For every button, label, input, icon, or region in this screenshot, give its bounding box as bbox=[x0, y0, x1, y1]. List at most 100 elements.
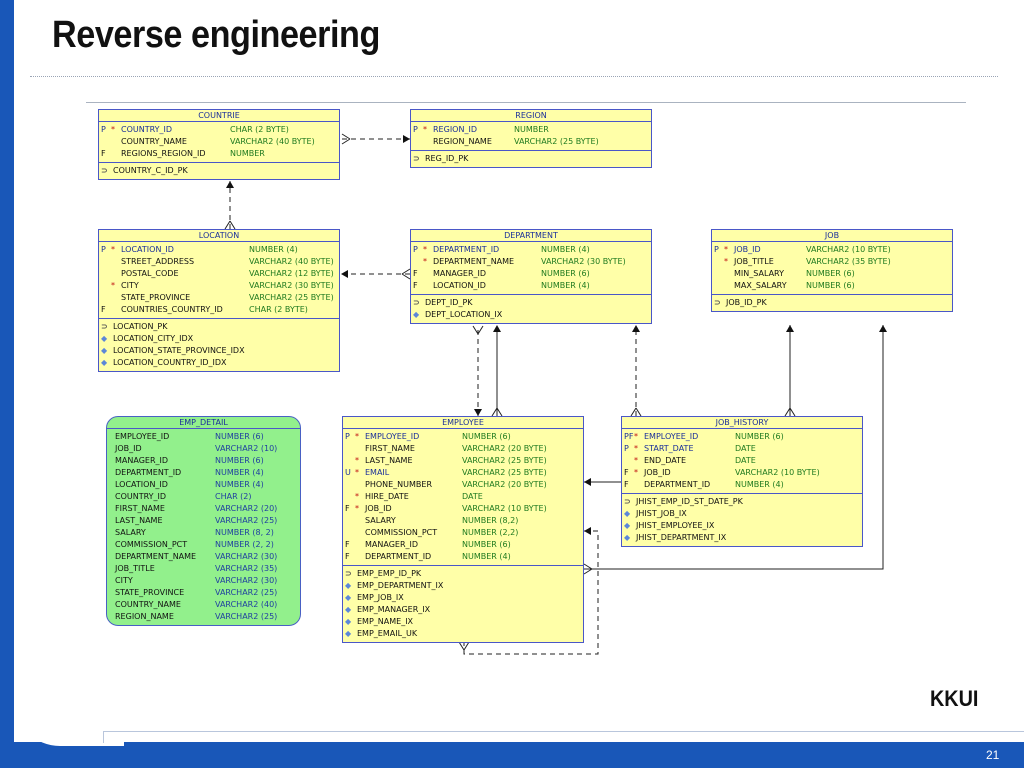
index-row[interactable]: ⊃JHIST_EMP_ID_ST_DATE_PK bbox=[622, 496, 862, 508]
index-name: EMP_NAME_IX bbox=[357, 617, 414, 626]
primary-key-icon: ⊃ bbox=[413, 154, 420, 163]
column-name: COMMISSION_PCT bbox=[115, 540, 188, 549]
index-list: ⊃LOCATION_PK◆LOCATION_CITY_IDX◆LOCATION_… bbox=[99, 319, 339, 371]
index-row[interactable]: ◆JHIST_DEPARTMENT_IX bbox=[622, 532, 862, 544]
index-name: JHIST_JOB_IX bbox=[636, 509, 687, 518]
index-row[interactable]: ⊃COUNTRY_C_ID_PK bbox=[99, 165, 339, 177]
index-row[interactable]: ⊃LOCATION_PK bbox=[99, 321, 339, 333]
index-row[interactable]: ◆JHIST_JOB_IX bbox=[622, 508, 862, 520]
column-name: EMPLOYEE_ID bbox=[644, 432, 699, 441]
index-row[interactable]: ◆EMP_DEPARTMENT_IX bbox=[343, 580, 583, 592]
index-row[interactable]: ◆LOCATION_CITY_IDX bbox=[99, 333, 339, 345]
index-row[interactable]: ◆EMP_JOB_IX bbox=[343, 592, 583, 604]
index-row[interactable]: ⊃JOB_ID_PK bbox=[712, 297, 952, 309]
index-icon: ◆ bbox=[345, 581, 352, 590]
column-type: VARCHAR2 (30 BYTE) bbox=[249, 281, 334, 290]
index-row[interactable]: ⊃EMP_EMP_ID_PK bbox=[343, 568, 583, 580]
column-flag: F bbox=[413, 269, 418, 278]
column-name: CITY bbox=[115, 576, 133, 585]
column-name: SALARY bbox=[115, 528, 146, 537]
crowfoot-icon bbox=[401, 268, 411, 280]
mandatory-marker: * bbox=[634, 432, 638, 441]
index-row[interactable]: ⊃REG_ID_PK bbox=[411, 153, 651, 165]
index-row[interactable]: ◆LOCATION_COUNTRY_ID_IDX bbox=[99, 357, 339, 369]
index-row[interactable]: ⊃DEPT_ID_PK bbox=[411, 297, 651, 309]
index-row[interactable]: ◆JHIST_EMPLOYEE_IX bbox=[622, 520, 862, 532]
primary-key-icon: ⊃ bbox=[101, 166, 108, 175]
index-row[interactable]: ◆LOCATION_STATE_PROVINCE_IDX bbox=[99, 345, 339, 357]
column-name: CITY bbox=[121, 281, 139, 290]
column-type: VARCHAR2 (25 BYTE) bbox=[462, 456, 547, 465]
index-row[interactable]: ◆DEPT_LOCATION_IX bbox=[411, 309, 651, 321]
index-row[interactable]: ◆EMP_MANAGER_IX bbox=[343, 604, 583, 616]
column-type: VARCHAR2 (30) bbox=[215, 552, 278, 561]
index-row[interactable]: ◆EMP_EMAIL_UK bbox=[343, 628, 583, 640]
column-name: JOB_TITLE bbox=[115, 564, 155, 573]
column-name: DEPARTMENT_NAME bbox=[433, 257, 515, 266]
index-row[interactable]: ◆EMP_NAME_IX bbox=[343, 616, 583, 628]
